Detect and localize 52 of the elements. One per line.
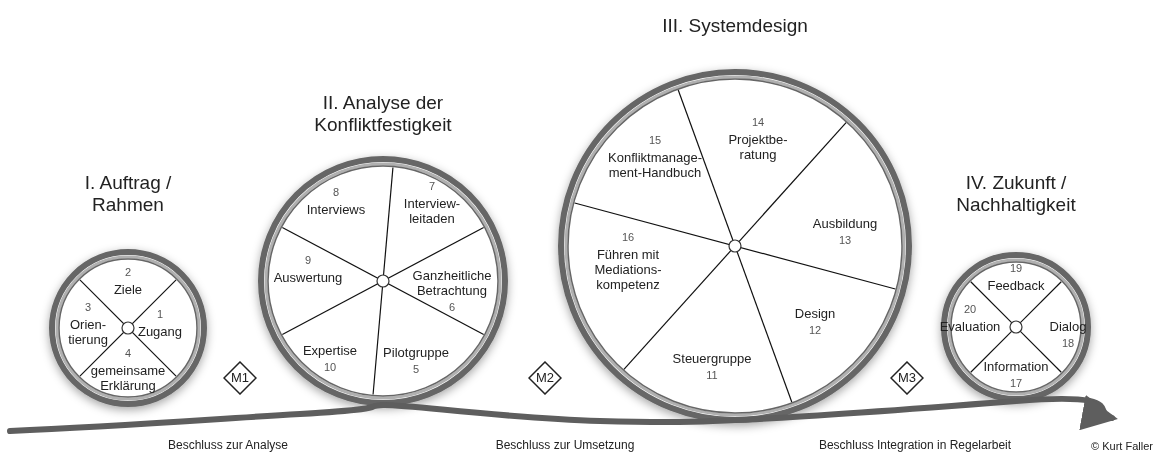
segment-number: 8 bbox=[331, 185, 341, 200]
segment-number: 15 bbox=[647, 132, 663, 148]
segment-number: 1 bbox=[155, 307, 165, 322]
segment-number: 7 bbox=[427, 178, 437, 194]
segment-label: Ausbildung bbox=[811, 216, 879, 231]
segment-label: Steuergruppe bbox=[671, 351, 753, 366]
segment-label: Zugang bbox=[136, 324, 184, 339]
segment-label: Ziele bbox=[112, 282, 144, 297]
segment-number: 3 bbox=[83, 299, 93, 315]
copyright-note: © Kurt Faller bbox=[1091, 440, 1153, 452]
segment-number: 16 bbox=[620, 230, 636, 245]
segment-label: Pilotgruppe bbox=[382, 345, 450, 360]
milestone-label: M2 bbox=[534, 370, 556, 386]
milestone-diamond bbox=[528, 361, 562, 395]
segment-label: Design bbox=[793, 306, 837, 321]
segment-label: Expertise bbox=[301, 343, 359, 358]
segment-label: Auswertung bbox=[272, 270, 344, 285]
segment-number: 6 bbox=[447, 299, 457, 315]
segment-number: 14 bbox=[750, 114, 766, 130]
segment-label: Interviews bbox=[305, 202, 367, 217]
segment-number: 18 bbox=[1060, 336, 1076, 351]
phase-title: I. Auftrag / Rahmen bbox=[83, 172, 173, 216]
phase-title: III. Systemdesign bbox=[661, 15, 809, 37]
segment-label: Feedback bbox=[986, 278, 1046, 293]
segment-number: 5 bbox=[411, 362, 421, 377]
milestone-diamond bbox=[890, 361, 924, 395]
segment-label: Ganzheitliche Betrachtung bbox=[411, 267, 493, 298]
segment-label: Führen mit Mediations- kompetenz bbox=[593, 247, 663, 292]
milestone-diamond bbox=[223, 361, 257, 395]
decision-label: Beschluss Integration in Regelarbeit bbox=[818, 438, 1012, 452]
segment-number: 2 bbox=[123, 265, 133, 280]
milestone-label: M1 bbox=[229, 370, 251, 386]
segment-number: 10 bbox=[322, 360, 338, 375]
segment-number: 20 bbox=[962, 302, 978, 317]
segment-label: Orien- tierung bbox=[67, 316, 109, 347]
segment-label: gemeinsame Erklärung bbox=[89, 362, 167, 393]
segment-label: Interview- leitaden bbox=[402, 195, 462, 226]
segment-number: 13 bbox=[837, 233, 853, 248]
segment-number: 4 bbox=[123, 345, 133, 361]
phase-title: II. Analyse der Konfliktfestigkeit bbox=[313, 92, 453, 136]
segment-number: 17 bbox=[1008, 376, 1024, 391]
segment-number: 12 bbox=[807, 323, 823, 338]
segment-number: 19 bbox=[1008, 261, 1024, 276]
segment-label: Konfliktmanage- ment-Handbuch bbox=[607, 149, 703, 180]
milestone-label: M3 bbox=[896, 370, 918, 386]
segment-number: 11 bbox=[705, 368, 719, 383]
segment-label: Information bbox=[982, 359, 1050, 374]
phase-title: IV. Zukunft / Nachhaltigkeit bbox=[955, 172, 1077, 216]
segment-number: 9 bbox=[303, 253, 313, 268]
decision-label: Beschluss zur Umsetzung bbox=[495, 438, 635, 452]
segment-label: Projektbe- ratung bbox=[727, 131, 789, 162]
decision-label: Beschluss zur Analyse bbox=[167, 438, 289, 452]
